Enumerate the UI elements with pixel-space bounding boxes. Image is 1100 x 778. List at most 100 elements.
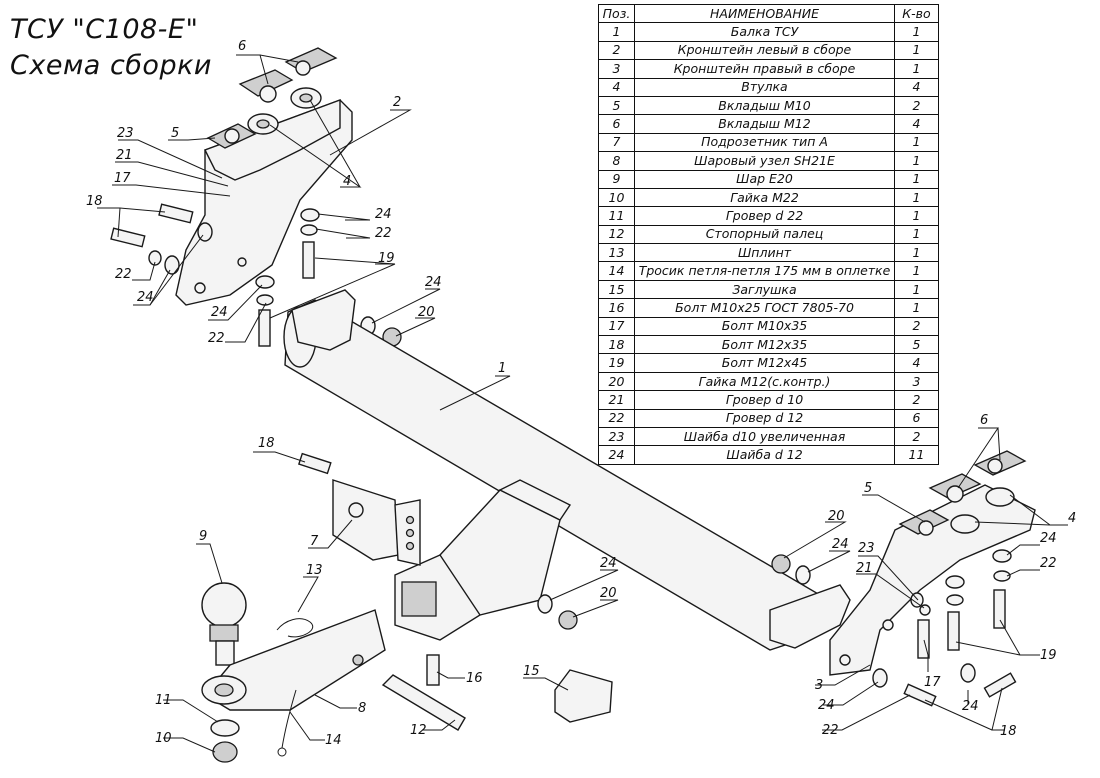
- leader-lines: [97, 54, 1068, 753]
- cell-quantity: 1: [894, 151, 939, 171]
- cell-quantity: 4: [894, 77, 939, 97]
- cell-position: 12: [598, 224, 635, 245]
- callout-5: 5: [864, 481, 872, 496]
- callout-24: 24: [425, 275, 442, 290]
- cell-name: Балка ТСУ: [634, 22, 895, 42]
- cell-position: 5: [598, 95, 635, 116]
- cell-position: 2: [598, 40, 635, 61]
- callout-4: 4: [343, 174, 351, 189]
- callout-20: 20: [600, 586, 617, 601]
- cell-name: Болт М12х35: [634, 335, 895, 355]
- cell-position: 8: [598, 151, 635, 171]
- cell-position: 23: [598, 426, 635, 447]
- callout-22: 22: [1040, 556, 1057, 571]
- callout-23: 23: [117, 126, 134, 141]
- socket-plate: [297, 452, 421, 566]
- cell-quantity: 1: [894, 187, 939, 208]
- cell-quantity: 1: [894, 261, 939, 281]
- callout-23: 23: [858, 541, 875, 556]
- small-parts: [276, 618, 613, 757]
- callout-20: 20: [418, 305, 435, 320]
- diagram-title: ТСУ "С108-Е": [10, 14, 198, 45]
- cell-position: 22: [598, 408, 635, 428]
- cell-quantity: 1: [894, 169, 939, 189]
- callout-1: 1: [498, 361, 506, 376]
- tow-beam: [283, 289, 851, 651]
- table-header-row: Поз. НАИМЕНОВАНИЕ К-во: [598, 3, 939, 24]
- cell-name: Заглушка: [634, 279, 895, 300]
- cell-name: Гайка М12(с.контр.): [634, 371, 895, 392]
- callout-20: 20: [828, 509, 845, 524]
- callout-18: 18: [258, 436, 275, 451]
- title-line-1: ТСУ "С108-Е": [10, 14, 199, 45]
- callout-4: 4: [1068, 511, 1076, 526]
- callout-5: 5: [171, 126, 179, 141]
- header-name: НАИМЕНОВАНИЕ: [634, 3, 895, 24]
- callout-13: 13: [306, 563, 323, 578]
- callout-16: 16: [466, 671, 483, 686]
- callout-24: 24: [600, 556, 617, 571]
- cell-name: Стопорный палец: [634, 224, 895, 245]
- cell-position: 4: [598, 77, 635, 97]
- right-bracket: [829, 484, 1036, 676]
- cell-name: Кронштейн левый в сборе: [634, 40, 895, 61]
- cell-quantity: 1: [894, 132, 939, 153]
- cell-quantity: 4: [894, 353, 939, 373]
- cell-quantity: 2: [894, 316, 939, 337]
- cell-quantity: 11: [894, 445, 939, 465]
- callout-24: 24: [211, 305, 228, 320]
- header-position: Поз.: [598, 3, 635, 24]
- cell-position: 17: [598, 316, 635, 337]
- cell-quantity: 1: [894, 298, 939, 318]
- cell-name: Подрозетник тип А: [634, 132, 895, 153]
- cell-quantity: 2: [894, 390, 939, 410]
- cell-quantity: 4: [894, 114, 939, 134]
- callout-8: 8: [358, 701, 366, 716]
- cell-quantity: 1: [894, 22, 939, 42]
- callout-3: 3: [815, 678, 823, 693]
- cell-quantity: 1: [894, 59, 939, 79]
- cell-quantity: 1: [894, 206, 939, 226]
- callout-24: 24: [818, 698, 835, 713]
- cell-quantity: 1: [894, 40, 939, 61]
- cell-name: Болт М10х25 ГОСТ 7805-70: [634, 298, 895, 318]
- cell-position: 15: [598, 279, 635, 300]
- cell-position: 6: [598, 114, 635, 134]
- right-insert-plates: [898, 450, 1027, 536]
- header-quantity: К-во: [894, 3, 939, 24]
- cell-position: 13: [598, 243, 635, 263]
- callout-24: 24: [832, 537, 849, 552]
- hitch-receiver: [394, 479, 572, 641]
- cell-name: Гровер d 22: [634, 206, 895, 226]
- cell-name: Вкладыш М12: [634, 114, 895, 134]
- cell-position: 19: [598, 353, 635, 373]
- cell-name: Вкладыш М10: [634, 95, 895, 116]
- cell-name: Шайба d10 увеличенная: [634, 426, 895, 447]
- callout-24: 24: [137, 290, 154, 305]
- cell-position: 1: [598, 22, 635, 42]
- cell-quantity: 2: [894, 95, 939, 116]
- cell-quantity: 1: [894, 224, 939, 245]
- cell-quantity: 2: [894, 426, 939, 447]
- left-bolts: [110, 203, 402, 347]
